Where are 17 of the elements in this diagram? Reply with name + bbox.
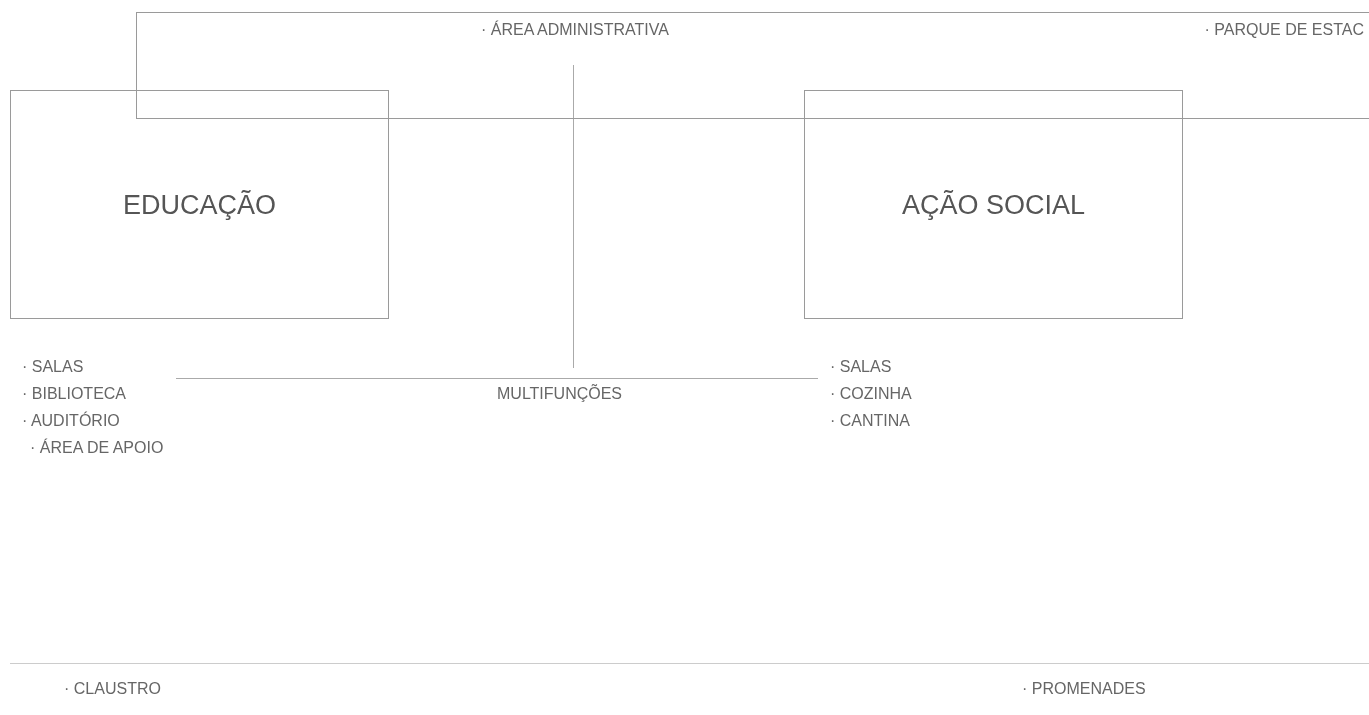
zone-box	[10, 90, 389, 319]
zone-band	[136, 12, 1369, 119]
space-label: · SALAS	[830, 357, 892, 377]
area-label: · ÁREA ADMINISTRATIVA	[481, 20, 669, 40]
space-label: · SALAS	[22, 357, 84, 377]
zone-title: EDUCAÇÃO	[122, 189, 277, 220]
zone-title: AÇÃO SOCIAL	[900, 189, 1087, 220]
zone-box	[804, 90, 1183, 319]
space-label: · COZINHA	[830, 384, 912, 404]
space-label: MULTIFUNÇÕES	[497, 384, 623, 404]
area-label: · PARQUE DE ESTAC	[1204, 20, 1364, 40]
space-label: · CLAUSTRO	[64, 679, 161, 699]
space-label: · BIBLIOTECA	[22, 384, 127, 404]
space-label: · CANTINA	[830, 411, 910, 431]
space-label: · PROMENADES	[1022, 679, 1146, 699]
space-label: · AUDITÓRIO	[22, 411, 120, 431]
space-label: · ÁREA DE APOIO	[30, 438, 164, 458]
